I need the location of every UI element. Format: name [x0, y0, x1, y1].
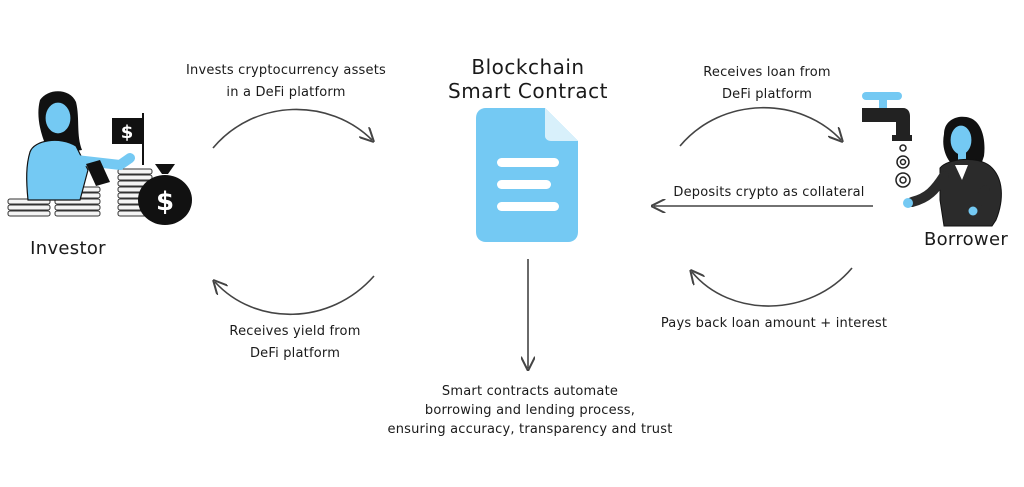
- automation-line-2: borrowing and lending process,: [424, 403, 636, 418]
- diagram-title: Blockchain Smart Contract: [428, 55, 628, 103]
- invest-arrow: [212, 108, 372, 149]
- title-line-2: Smart Contract: [448, 79, 608, 103]
- invest-flow-label: Invests cryptocurrency assets in a DeFi …: [166, 60, 406, 104]
- invest-flow-line-2: in a DeFi platform: [226, 85, 346, 100]
- borrower-label: Borrower: [923, 229, 1009, 250]
- invest-flow-line-1: Invests cryptocurrency assets: [186, 63, 386, 78]
- borrower-illustration: [862, 92, 1002, 227]
- svg-text:$: $: [156, 187, 174, 217]
- payback-flow-label: Pays back loan amount + interest: [660, 316, 888, 331]
- loan-flow-line-2: DeFi platform: [721, 87, 813, 102]
- yield-flow-line-1: Receives yield from: [229, 324, 361, 339]
- loan-arrow: [679, 106, 841, 147]
- automation-line-1: Smart contracts automate: [441, 384, 619, 399]
- dollar-sign: $: [121, 122, 134, 143]
- payback-arrow: [692, 267, 853, 307]
- automation-caption: Smart contracts automate borrowing and l…: [360, 382, 700, 439]
- automation-line-3: ensuring accuracy, transparency and trus…: [387, 422, 673, 437]
- yield-flow-line-2: DeFi platform: [249, 346, 341, 361]
- tap-icon: [862, 92, 912, 141]
- yield-arrow: [215, 275, 375, 316]
- investor-label: Investor: [30, 238, 106, 259]
- title-line-1: Blockchain: [471, 55, 585, 79]
- document-icon: [476, 108, 578, 242]
- loan-flow-label: Receives loan from DeFi platform: [672, 62, 862, 106]
- collateral-flow-label: Deposits crypto as collateral: [673, 185, 865, 200]
- crypto-coin-icon: [895, 144, 911, 188]
- investor-illustration: $ $: [7, 91, 192, 225]
- money-bag-icon: $: [138, 164, 192, 225]
- yield-flow-label: Receives yield from DeFi platform: [200, 321, 390, 365]
- loan-flow-line-1: Receives loan from: [703, 65, 831, 80]
